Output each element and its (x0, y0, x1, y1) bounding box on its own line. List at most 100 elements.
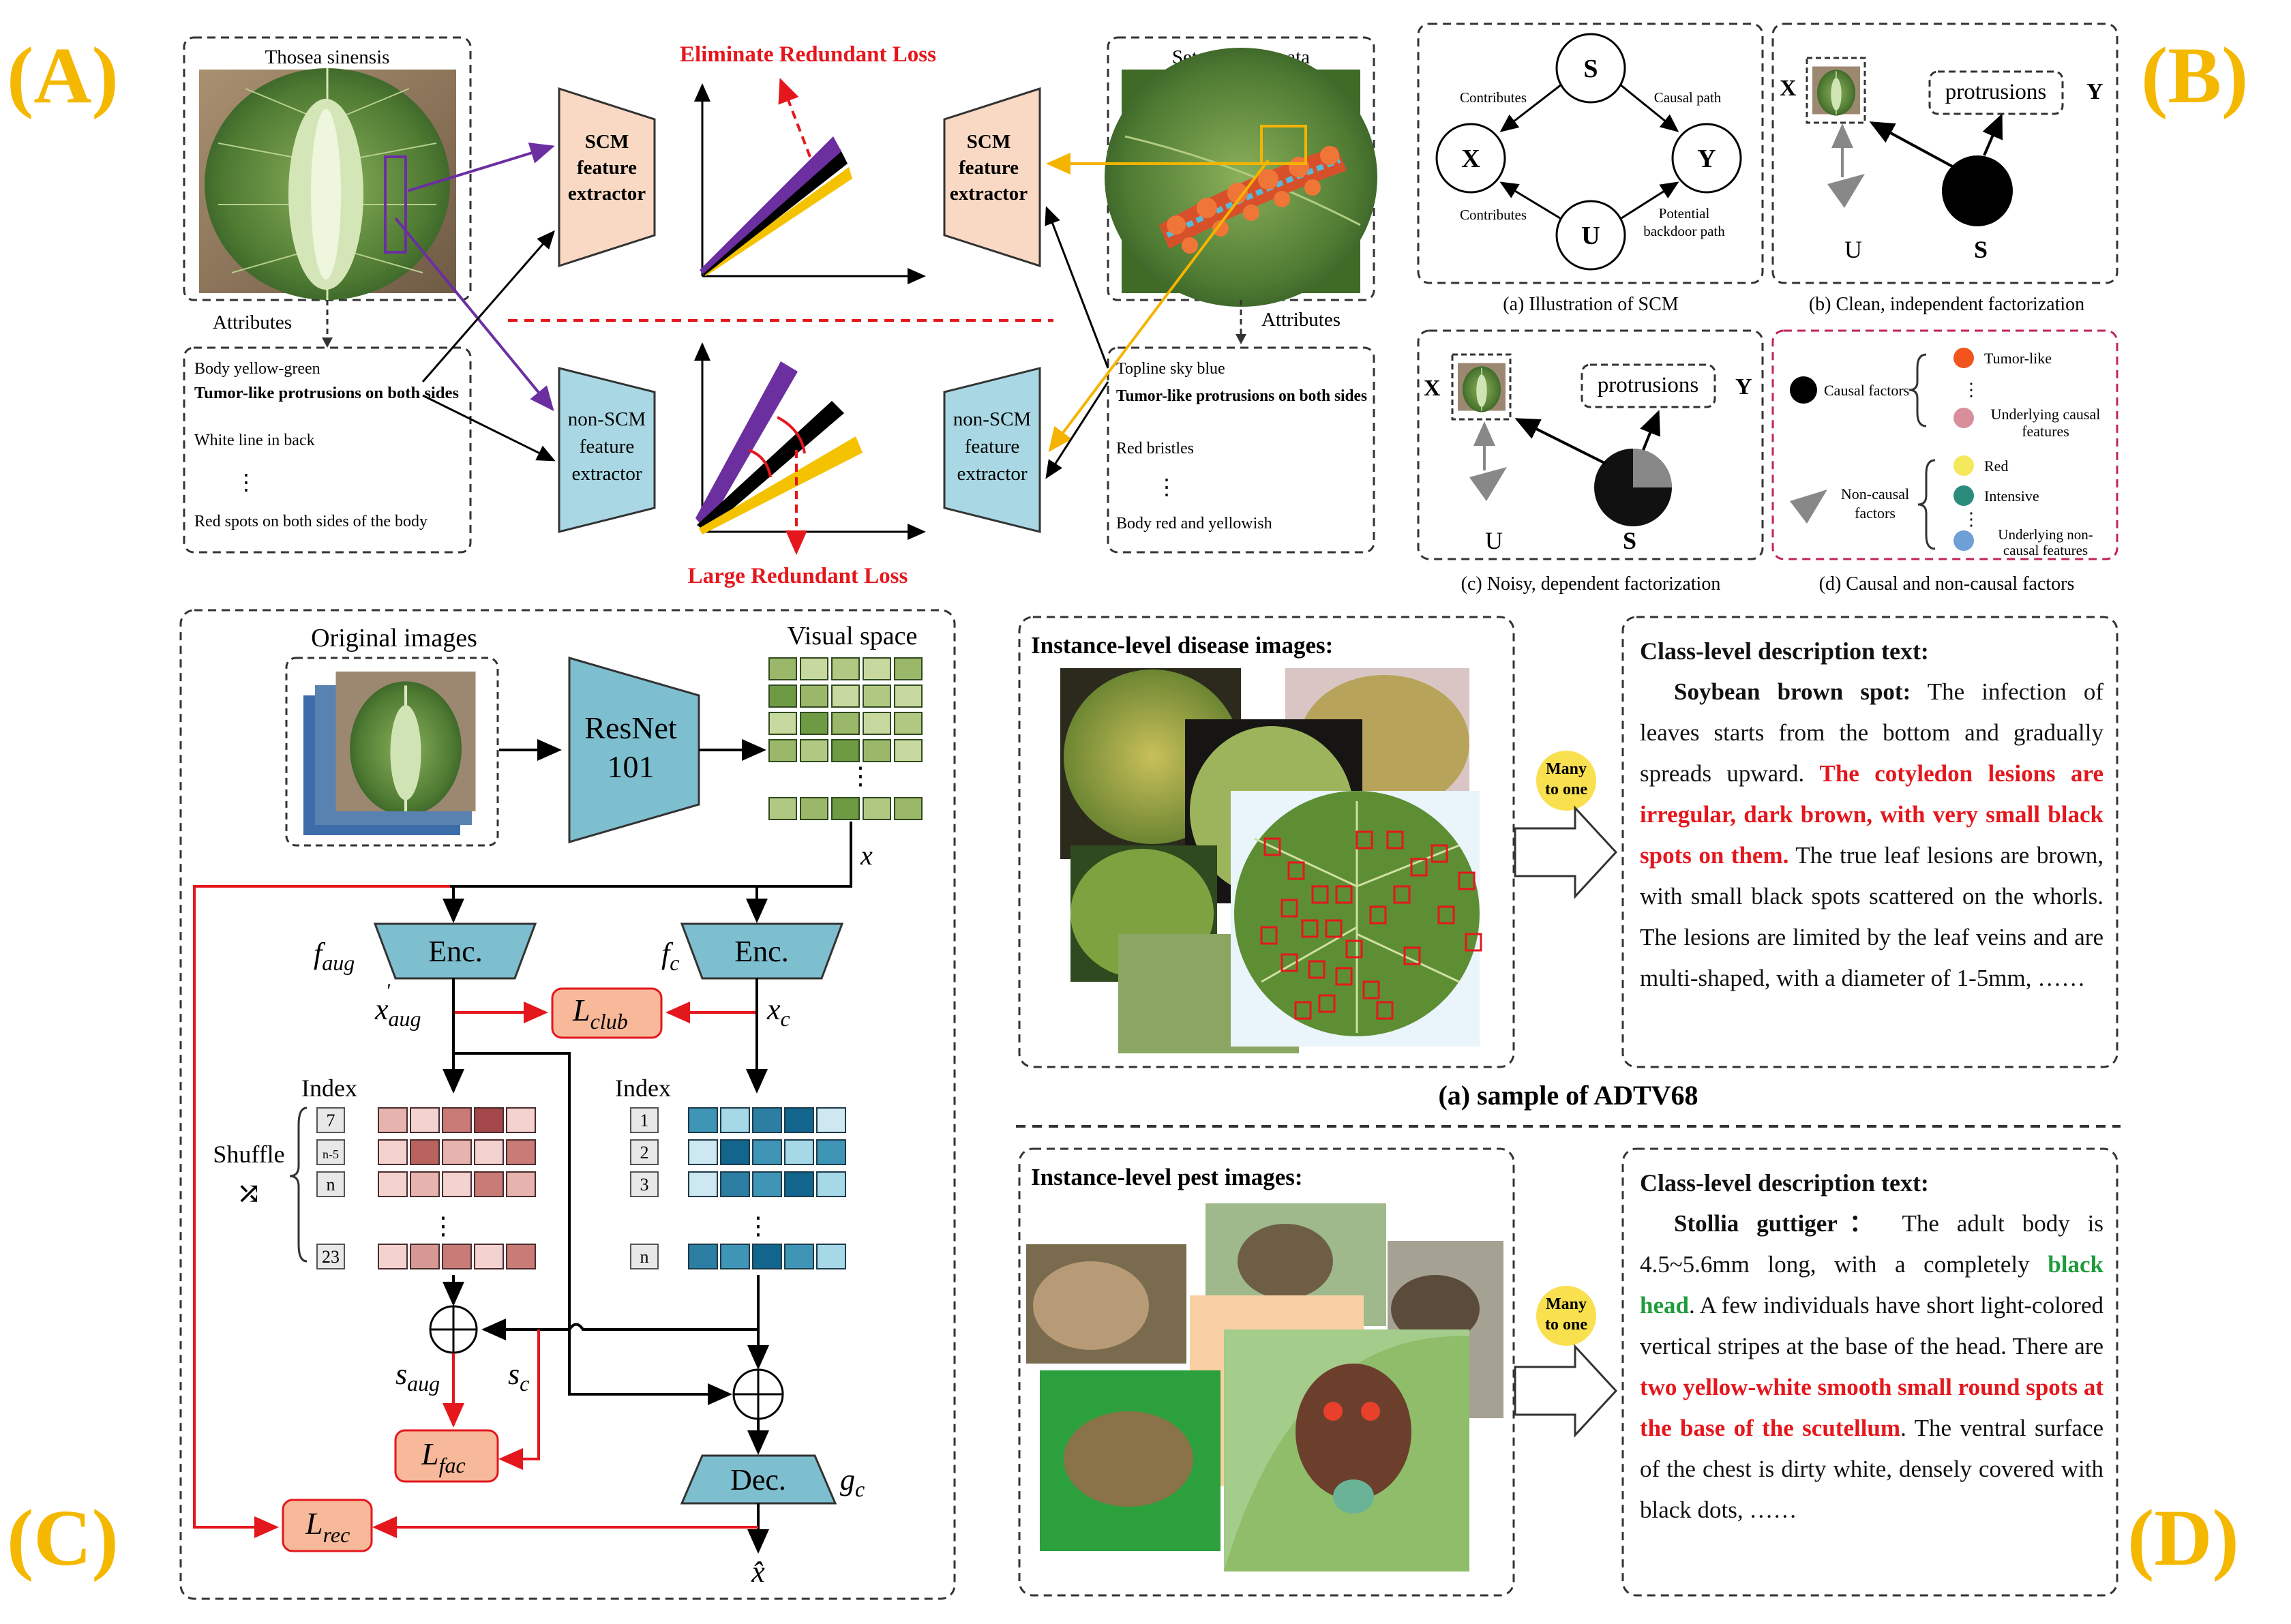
nonscm-right-line3: extractor (957, 463, 1027, 485)
aug-feature-cell (410, 1139, 440, 1165)
right-attribute-2-line: Tumor-like protrusions on both sides (1116, 387, 1367, 405)
l-club-label: Lclub (572, 993, 628, 1034)
scm-left-line2: feature (577, 157, 637, 179)
visual-cell (800, 685, 828, 708)
visual-space-label: Visual space (788, 622, 918, 650)
b-noisy-u: U (1485, 527, 1503, 554)
b-clean-u: U (1844, 236, 1862, 263)
visual-cell (768, 797, 797, 820)
lesion-box (1325, 919, 1343, 938)
index-left-label: Index (301, 1074, 357, 1102)
s-c-s: s (508, 1357, 520, 1391)
causal-feature-cell (784, 1139, 814, 1165)
legend-tumor-like: Tumor-like (1984, 350, 2052, 367)
shuffle-label: Shuffle (213, 1141, 284, 1168)
legend-underlying-noncausal: Underlying non-causal features (1998, 527, 2093, 558)
left-image-title: Thosea sinensis (265, 46, 390, 68)
caption-b-b: (b) Clean, independent factorization (1809, 294, 2084, 315)
many-to-one-arrow-2 (1514, 1344, 1618, 1438)
visual-cell (800, 712, 828, 735)
causal-feature-cell (752, 1139, 782, 1165)
panel-label-c: (C) (7, 1493, 119, 1582)
legend-causal-ellipsis: ⋮ (1962, 380, 1980, 400)
index-box (630, 1244, 659, 1269)
scm-left-line1: SCM (585, 131, 629, 153)
causal-feature-cell (752, 1171, 782, 1197)
causal-feature-grid (688, 1107, 846, 1269)
causal-feature-cell (816, 1244, 846, 1269)
index-box (316, 1171, 345, 1197)
scm-right-line3: extractor (950, 183, 1028, 205)
f-aug-sub: aug (322, 950, 355, 975)
many-to-one-2b: to one (1545, 1316, 1587, 1334)
x-c-x: x (766, 993, 781, 1026)
right-attribute-ellipsis: ⋮ (1156, 475, 1178, 499)
pest-desc-title: Class-level description text: (1640, 1169, 1929, 1197)
x-label: x (860, 840, 873, 871)
nonscm-left-line1: non-SCM (568, 408, 646, 430)
many-to-one-1b: to one (1545, 781, 1587, 798)
aug-feature-cell (506, 1139, 536, 1165)
causal-feature-cell (688, 1171, 718, 1197)
legend-noncausal-label-1: Non-causal (1841, 485, 1909, 502)
aug-feature-cell (474, 1139, 504, 1165)
lesion-box (1437, 905, 1455, 924)
lesion-box (1335, 967, 1353, 986)
lesion-box (1362, 980, 1380, 999)
visual-cell (894, 712, 923, 735)
x-c-sub: c (781, 1006, 790, 1031)
sample-caption: (a) sample of ADTV68 (1438, 1080, 1698, 1111)
lesion-box (1465, 933, 1482, 952)
node-x: X (1461, 145, 1480, 173)
g-c-g: g (840, 1463, 855, 1497)
lesion-box (1308, 960, 1326, 979)
legend-noncausal-ellipsis: ⋮ (1962, 509, 1980, 529)
encoder-c: Enc. (680, 922, 844, 980)
visual-cell (800, 739, 828, 762)
lesion-box (1356, 830, 1373, 849)
s-c-label: sc (508, 1357, 529, 1396)
original-images-label: Original images (311, 624, 477, 652)
aug-feature-cell (474, 1244, 504, 1269)
pest-desc-body: Stollia guttiger： The adult body is 4.5~… (1640, 1203, 2103, 1531)
x-c-label: xc (766, 993, 790, 1031)
pest-text-3: . The ventral surface of the chest is di… (1640, 1415, 2103, 1523)
right-attribute-1: Topline sky blue (1116, 360, 1225, 378)
b-noisy-s: S (1623, 527, 1636, 554)
panel-c: Original images ResNet 101 Visual space … (179, 609, 956, 1600)
aug-feature-cell (378, 1244, 408, 1269)
lesion-box (1376, 1001, 1394, 1020)
pest-description: Class-level description text: Stollia gu… (1640, 1162, 2103, 1531)
index-box (630, 1107, 659, 1133)
causal-feature-cell (720, 1171, 750, 1197)
disease-images-label: Instance-level disease images: (1031, 632, 1333, 659)
disease-name: Soybean brown spot: (1674, 678, 1911, 705)
causal-feature-cell (688, 1244, 718, 1269)
l-fac-sub: fac (439, 1453, 466, 1477)
index-label: n (327, 1175, 335, 1194)
g-c-sub: c (855, 1477, 865, 1501)
panel-b: S X Y U Contributes Causal path Contribu… (1417, 22, 2118, 595)
l-rec-label: Lrec (305, 1506, 350, 1547)
left-attributes-label: Attributes (213, 312, 292, 333)
left-attribute-5: Red spots on both sides of the body (194, 513, 428, 530)
disease-desc-body: Soybean brown spot: The infection of lea… (1640, 672, 2103, 999)
lesion-box (1301, 919, 1319, 938)
aug-feature-cell (442, 1139, 472, 1165)
thosea-sinensis-photo (199, 68, 456, 300)
many-to-one-1a: Many (1546, 760, 1587, 778)
pest-text-2: . A few individuals have short light-col… (1640, 1292, 2103, 1359)
node-u: U (1581, 222, 1600, 250)
aug-feature-cell (410, 1107, 440, 1133)
lesion-box (1410, 858, 1428, 877)
lesion-box (1345, 939, 1363, 959)
aug-feature-cell (378, 1139, 408, 1165)
scm-right-line2: feature (959, 157, 1019, 179)
aug-feature-cell (506, 1244, 536, 1269)
edge-contributes-top: Contributes (1460, 89, 1527, 106)
causal-feature-cell (784, 1244, 814, 1269)
b-clean-x: X (1780, 76, 1797, 101)
aug-feature-cell (410, 1171, 440, 1197)
